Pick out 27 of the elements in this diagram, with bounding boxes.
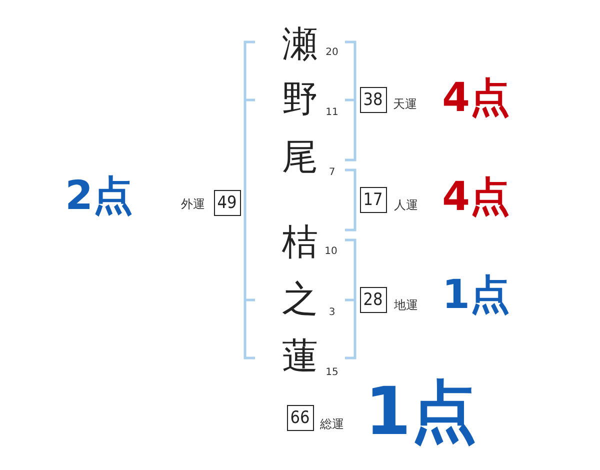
fortune-label: 天運 [393,98,417,110]
fortune-label: 地運 [394,299,418,311]
fortune-label: 人運 [394,199,418,211]
score-text: 1点 [365,379,477,445]
name-character: 瀬 [282,27,318,63]
name-character: 野 [282,82,318,118]
name-character: 尾 [282,140,318,176]
stroke-count: 11 [326,108,338,118]
score-text: 4点 [442,177,510,217]
fortune-label: 外運 [181,198,205,210]
stroke-count: 10 [324,247,338,257]
number-box: 66 [286,405,314,431]
stroke-count: 3 [328,308,336,318]
stroke-count: 7 [328,168,336,178]
number-box: 17 [360,187,386,213]
name-character: 蓮 [282,339,318,375]
stroke-count: 15 [326,368,338,378]
name-character: 之 [282,282,318,318]
score-text: 2点 [65,176,133,216]
stroke-count: 20 [326,48,338,58]
number-box: 49 [214,190,240,216]
score-text: 4点 [442,78,510,118]
number-box: 28 [360,287,386,313]
fortune-label: 総運 [320,418,344,430]
name-character: 桔 [282,225,318,261]
score-text: 1点 [442,275,510,315]
number-box: 38 [360,87,386,113]
